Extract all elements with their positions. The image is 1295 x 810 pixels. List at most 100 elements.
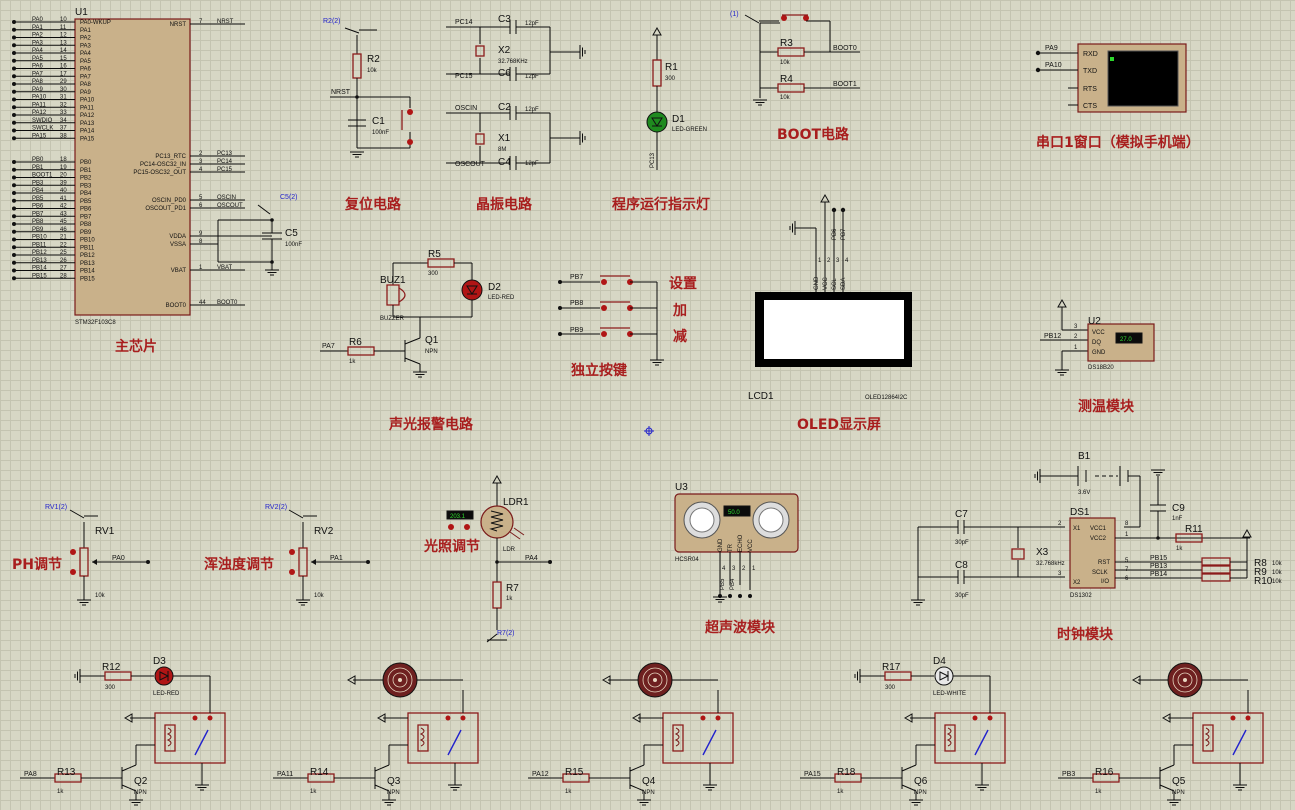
relay-box bbox=[407, 712, 479, 764]
mcu-net-label: PC15 bbox=[217, 167, 233, 173]
crystal-circuit[interactable]: PC14 C3 12pF X2 32.768KHz PC15 C6 12pF O… bbox=[446, 14, 586, 170]
b1-ref: B1 bbox=[1078, 451, 1091, 462]
run-led-net: PC13 bbox=[650, 152, 656, 168]
relay-base-resistor-value: 1k bbox=[57, 789, 64, 795]
mcu-net-label: PB4 bbox=[32, 188, 44, 194]
mcu-net-label: PB10 bbox=[32, 235, 47, 241]
title-run-led: 程序运行指示灯 bbox=[612, 196, 710, 213]
mcu-pin-name: OSCOUT_PD1 bbox=[145, 206, 186, 212]
title-uart: 串口1窗口（模拟手机端） bbox=[1036, 134, 1200, 151]
title-key-set: 设置 bbox=[669, 275, 697, 292]
d1-led-green bbox=[646, 111, 668, 133]
alarm-net-pa7: PA7 bbox=[322, 343, 335, 350]
reset-probe: R2(2) bbox=[323, 18, 341, 25]
mcu-pin-number: 9 bbox=[199, 231, 203, 237]
mcu-net-label: PA6 bbox=[32, 64, 44, 70]
run-led-circuit[interactable]: R1 300 D1 LED-GREEN PC13 bbox=[646, 27, 707, 170]
mcu-pin-number: 41 bbox=[60, 196, 67, 202]
mcu-net-label: PA5 bbox=[32, 56, 44, 62]
temp-reading: 27.0 bbox=[1120, 337, 1132, 343]
mcu-pin-name: PA15 bbox=[80, 136, 95, 142]
mcu-pin-number: 29 bbox=[60, 79, 67, 85]
d2-value: LED-RED bbox=[488, 295, 515, 301]
x3-value: 32.768kHz bbox=[1036, 561, 1065, 567]
mcu-ref: U1 bbox=[75, 7, 88, 18]
oled-net-scl: PB6 bbox=[832, 228, 838, 240]
c5-capacitor[interactable]: C5 100nF C5(2) bbox=[190, 194, 302, 276]
d1-ref: D1 bbox=[672, 114, 685, 125]
reset-circuit[interactable]: R2(2) R2 10k NRST C1 100nF bbox=[323, 18, 413, 158]
hcsr04-pin-number: 2 bbox=[742, 566, 746, 572]
relay-base-resistor-ref: R16 bbox=[1095, 767, 1114, 778]
c3-ref: C3 bbox=[498, 14, 511, 25]
relay-base-resistor-value: 1k bbox=[565, 789, 572, 795]
boot-circuit[interactable]: (1) R3 10k BOOT0 R4 10k BOOT1 bbox=[730, 11, 860, 106]
key-net-pb8: PB8 bbox=[570, 300, 583, 307]
relay-led-value: LED-RED bbox=[153, 691, 180, 697]
uart-rts: RTS bbox=[1083, 86, 1097, 93]
clock-module[interactable]: B1 3.6V C7 30pF C8 30pF X3 32.768kHz DS1… bbox=[910, 451, 1283, 606]
ds-pin2: 2 bbox=[1058, 521, 1062, 527]
relay-base-resistor-ref: R14 bbox=[310, 767, 329, 778]
x2-value: 32.768KHz bbox=[498, 59, 528, 65]
d2-led-red bbox=[461, 279, 483, 301]
mcu-pin-number: 11 bbox=[60, 25, 67, 31]
ph-potentiometer[interactable]: RV1(2) PA0 RV1 10k bbox=[45, 504, 150, 606]
mcu-net-label: SWDIO bbox=[32, 118, 53, 124]
rv1-value: 10k bbox=[95, 593, 106, 599]
rv2-body bbox=[298, 547, 308, 577]
c4-value: 12pF bbox=[525, 161, 539, 167]
mcu-pin-number: 16 bbox=[60, 64, 67, 70]
title-main-chip: 主芯片 bbox=[115, 338, 157, 355]
hcsr04-pin-number: 1 bbox=[752, 566, 756, 572]
temp-sensor[interactable]: PB12 3 2 1 VCC DQ GND 27.0 U2 DS18B20 bbox=[1040, 299, 1155, 376]
ds-vcc1: VCC1 bbox=[1090, 526, 1107, 532]
mcu-pin-number: 39 bbox=[60, 180, 67, 186]
mcu-pin-number: 14 bbox=[60, 48, 67, 54]
turbidity-potentiometer[interactable]: RV2(2) PA1 RV2 10k bbox=[265, 504, 370, 606]
independent-keys[interactable]: PB7 PB8 PB9 bbox=[558, 274, 665, 366]
r2-ref: R2 bbox=[367, 54, 380, 65]
mcu-net-label: PA1 bbox=[32, 25, 44, 31]
rv1-body bbox=[79, 547, 89, 577]
ldr-net: PA4 bbox=[525, 555, 538, 562]
c2-ref: C2 bbox=[498, 102, 511, 113]
uart-terminal[interactable]: RXD TXD RTS CTS PA9 PA10 bbox=[1035, 43, 1187, 113]
r3-value: 10k bbox=[780, 60, 791, 66]
relay-base-resistor-value: 1k bbox=[1095, 789, 1102, 795]
relay-net: PB3 bbox=[1062, 771, 1075, 778]
crystal-net-oscin: OSCIN bbox=[455, 105, 477, 112]
buzzer-value: BUZZER bbox=[380, 316, 405, 322]
ds1302-part: DS1302 bbox=[1070, 593, 1092, 599]
oled-pin-number: 2 bbox=[827, 258, 831, 264]
light-sensor[interactable]: 203.1 LDR1 LDR PA4 R7 1k R7(2) bbox=[446, 475, 552, 643]
mcu-net-label: PA12 bbox=[32, 110, 47, 116]
mcu-net-label: PB5 bbox=[32, 196, 44, 202]
ds1302-ref: DS1 bbox=[1070, 507, 1090, 518]
mcu-pin-number: 26 bbox=[60, 258, 67, 264]
mcu-pin-number: 12 bbox=[60, 33, 67, 39]
mcu-net-label: PA0 bbox=[32, 17, 44, 23]
mcu-net-label: PA8 bbox=[32, 79, 44, 85]
r6-ref: R6 bbox=[349, 337, 362, 348]
mcu-pin-number: 33 bbox=[60, 110, 67, 116]
r1-value: 300 bbox=[665, 76, 676, 82]
hcsr04-net-pb5: PB5 bbox=[720, 578, 726, 590]
mcu-net-label: PB12 bbox=[32, 250, 47, 256]
alarm-circuit[interactable]: R5 300 D2 LED-RED BUZ1 BUZZER PA7 R6 1k … bbox=[320, 249, 515, 378]
mcu-pin-number: 17 bbox=[60, 71, 67, 77]
mcu-pin-name: PB10 bbox=[80, 238, 95, 244]
mcu-pin-name: PA7 bbox=[80, 74, 92, 80]
mcu-pin-number: 37 bbox=[60, 126, 67, 132]
mcu-net-label: VBAT bbox=[217, 265, 233, 271]
